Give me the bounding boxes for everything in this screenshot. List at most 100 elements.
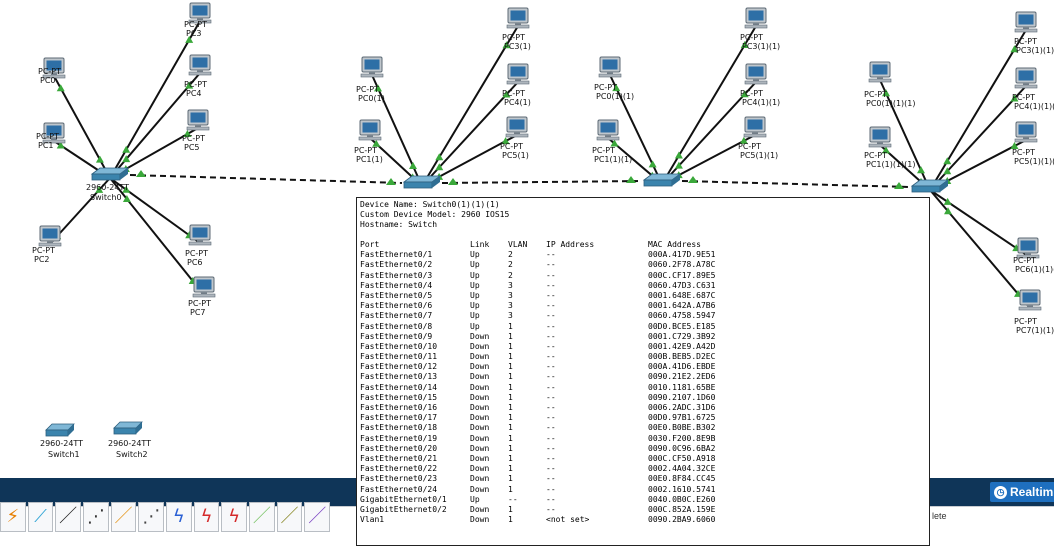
keyboard-icon <box>188 241 212 246</box>
pc-type-label: PC-PT <box>500 142 523 151</box>
octal-icon[interactable]: ／ <box>249 502 275 532</box>
monitor-stand-icon <box>369 72 375 74</box>
port-cell: FastEthernet0/8 <box>360 321 433 331</box>
switch-node[interactable] <box>90 167 130 181</box>
coaxial-icon[interactable]: ϟ <box>166 502 192 532</box>
vlan-cell: 1 <box>508 321 513 331</box>
switch-node[interactable] <box>402 175 442 189</box>
lightning-auto-icon[interactable]: ⚡ <box>0 502 26 532</box>
ip-cell: -- <box>546 413 556 423</box>
console-cable-icon[interactable]: ⟋ <box>27 502 54 532</box>
link-status-icon <box>409 162 417 170</box>
pc-name-label: PC7 <box>190 308 206 317</box>
mac-cell: 0006.2ADC.31D6 <box>648 403 716 412</box>
link-status-icon <box>502 41 511 49</box>
keyboard-icon <box>42 74 66 79</box>
pc-name-label: PC0(1) <box>358 94 385 103</box>
link-cell: Down <box>470 433 490 443</box>
switch-node[interactable] <box>642 173 682 187</box>
ip-cell: -- <box>546 341 556 351</box>
monitor-stand-icon <box>1023 83 1029 85</box>
ip-cell: -- <box>546 464 556 474</box>
screen-icon <box>748 66 764 77</box>
switch-node[interactable] <box>910 179 950 193</box>
link-cell: Up <box>470 290 480 300</box>
serial-dte-icon[interactable]: ϟ <box>221 502 248 532</box>
ethernet-link[interactable] <box>929 189 1029 257</box>
ethernet-link[interactable] <box>109 20 201 179</box>
screen-icon <box>509 119 525 130</box>
link-status-icon <box>95 185 104 193</box>
mac-cell: 0090.0C96.6BA2 <box>648 443 716 453</box>
keyboard-icon <box>1014 138 1038 143</box>
keyboard-icon <box>360 73 384 78</box>
ip-cell: -- <box>546 494 556 504</box>
trunk-link[interactable] <box>129 174 403 184</box>
link-cell: Down <box>470 484 490 494</box>
vlan-cell: 2 <box>508 270 513 280</box>
mac-cell: 0001.642A.A7B6 <box>648 301 716 311</box>
link-status-icon <box>612 84 621 92</box>
screen-icon <box>1018 124 1034 135</box>
port-cell: FastEthernet0/20 <box>360 443 438 453</box>
link-cell: Down <box>470 372 490 382</box>
link-status-icon <box>943 197 952 205</box>
iot-icon[interactable]: ／ <box>276 502 303 532</box>
straight-through-icon[interactable]: ／ <box>55 502 82 532</box>
trunk-link[interactable] <box>681 180 911 188</box>
pc-name-label: PC3 <box>186 29 202 38</box>
port-cell: FastEthernet0/11 <box>360 352 438 362</box>
port-cell: FastEthernet0/14 <box>360 382 438 392</box>
ip-cell: -- <box>546 352 556 362</box>
serial-dce-icon[interactable]: ϟ <box>193 502 220 532</box>
keyboard-icon <box>505 133 529 138</box>
pc-name-label: PC1(1) <box>356 155 383 164</box>
fiber-icon[interactable]: ／ <box>110 502 137 532</box>
pc-type-label: PC-PT <box>864 151 887 160</box>
realtime-mode-button[interactable]: ◷ Realtim <box>990 482 1054 502</box>
pc-type-label: PC-PT <box>188 299 211 308</box>
screen-icon <box>602 59 618 70</box>
trunk-link[interactable] <box>441 180 643 184</box>
crossover-icon[interactable]: ⋰ <box>83 502 109 532</box>
usb-icon[interactable]: ／ <box>304 502 331 532</box>
port-cell: GigabitEthernet0/1 <box>360 494 447 504</box>
phone-icon[interactable]: ⋰ <box>138 502 165 532</box>
pc-name-label: PC0(1)(1) <box>596 92 634 101</box>
vlan-cell: 1 <box>508 382 513 392</box>
